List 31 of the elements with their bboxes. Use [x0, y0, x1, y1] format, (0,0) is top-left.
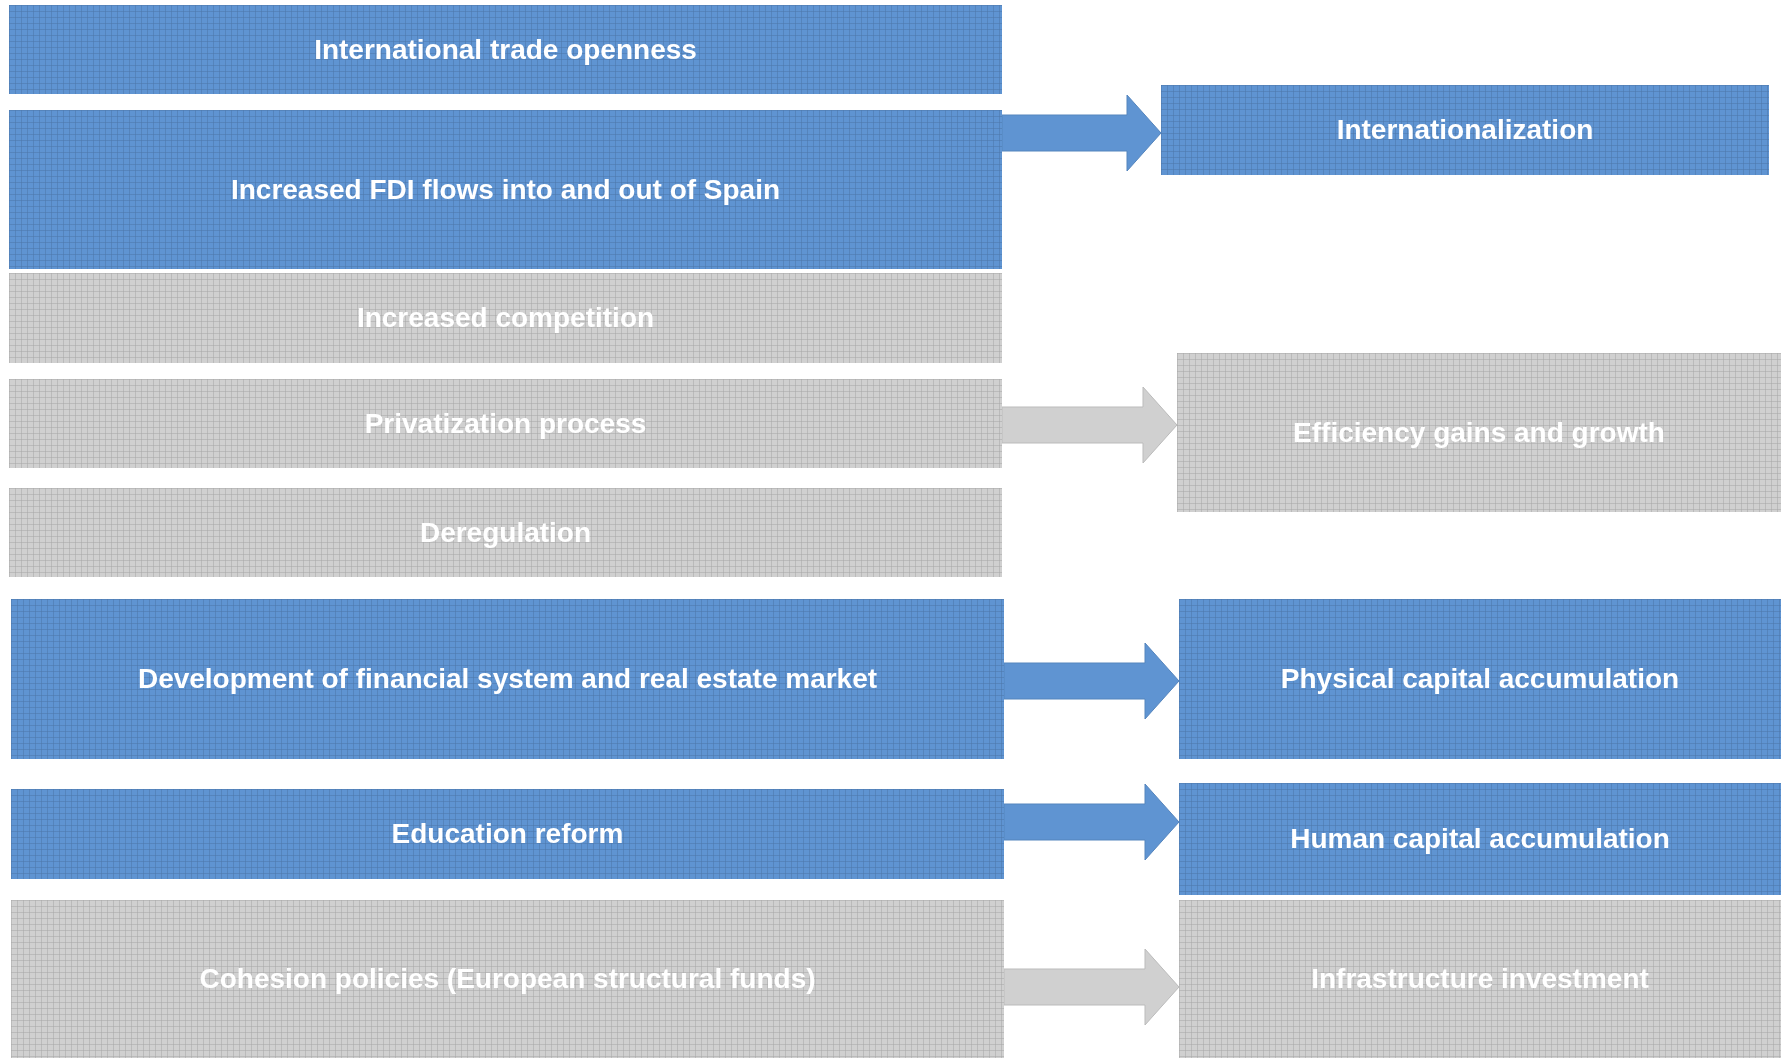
process-box [9, 379, 1002, 468]
process-box [9, 488, 1002, 577]
block-arrow [1003, 642, 1180, 720]
box-label: International trade openness [313, 33, 698, 66]
process-box [9, 5, 1002, 94]
process-box [11, 789, 1004, 879]
block-arrow [1003, 783, 1180, 861]
box-label: Infrastructure investment [1310, 963, 1650, 995]
box-label: Privatization process [363, 407, 648, 440]
block-arrow [1001, 386, 1178, 464]
box-label: Increased FDI flows into and out of Spain [229, 173, 782, 206]
box-label: Education reform [390, 818, 625, 850]
process-box [11, 599, 1004, 759]
process-box [1179, 783, 1781, 895]
process-box [1179, 599, 1781, 759]
box-label: Efficiency gains and growth [1292, 416, 1666, 449]
box-label: Development of financial system and real estate market [136, 663, 879, 695]
process-box [11, 900, 1004, 1058]
block-arrow [1001, 94, 1162, 172]
box-label: Internationalization [1335, 114, 1595, 146]
box-label: Cohesion policies (European structural funds) [198, 963, 817, 995]
process-box [9, 273, 1002, 363]
process-box [1161, 85, 1769, 175]
process-box [1177, 353, 1781, 512]
box-label: Human capital accumulation [1289, 823, 1671, 855]
process-box [1179, 900, 1781, 1058]
block-arrow [1003, 948, 1180, 1026]
process-box [9, 110, 1002, 269]
box-label: Deregulation [418, 516, 593, 549]
box-label: Physical capital accumulation [1279, 663, 1681, 695]
box-label: Increased competition [355, 302, 656, 334]
